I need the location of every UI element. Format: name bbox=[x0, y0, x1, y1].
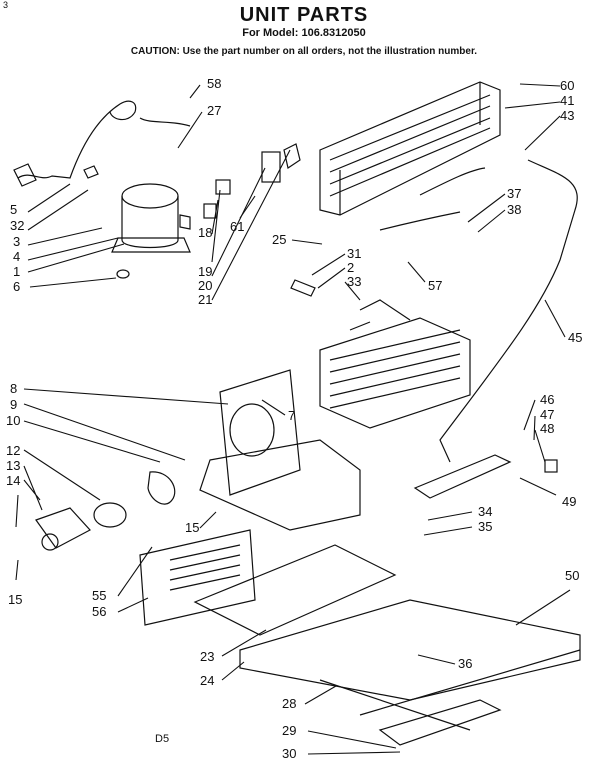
callout-18: 18 bbox=[198, 225, 212, 240]
callout-61: 61 bbox=[230, 219, 244, 234]
callout-49: 49 bbox=[562, 494, 576, 509]
evaporator-coil-drawing bbox=[290, 279, 471, 429]
drain-trough-drawing bbox=[413, 454, 558, 499]
callout-25: 25 bbox=[272, 232, 286, 247]
leader-lines bbox=[15, 83, 571, 755]
callout-7: 7 bbox=[288, 408, 295, 423]
callout-50: 50 bbox=[565, 568, 579, 583]
callout-5: 5 bbox=[10, 202, 17, 217]
page-title: UNIT PARTS bbox=[239, 4, 369, 26]
callout-15-lower: 15 bbox=[8, 592, 22, 607]
corner-mark: 3 bbox=[3, 0, 9, 10]
callout-3: 3 bbox=[13, 234, 20, 249]
callout-21: 21 bbox=[198, 292, 212, 307]
base-frame-drawing bbox=[239, 599, 581, 746]
callout-58: 58 bbox=[207, 76, 221, 91]
callout-37: 37 bbox=[507, 186, 521, 201]
callout-8: 8 bbox=[10, 381, 17, 396]
callout-33: 33 bbox=[347, 274, 361, 289]
filter-pad-drawing bbox=[193, 544, 397, 636]
callout-29: 29 bbox=[282, 723, 296, 738]
callout-47: 47 bbox=[540, 407, 554, 422]
callout-57: 57 bbox=[428, 278, 442, 293]
callout-20: 20 bbox=[198, 278, 212, 293]
power-cord-drawing bbox=[13, 100, 191, 187]
fan-housing-drawing bbox=[199, 369, 361, 531]
callout-9: 9 bbox=[10, 397, 17, 412]
callout-56: 56 bbox=[92, 604, 106, 619]
callout-30: 30 bbox=[282, 746, 296, 761]
callout-labels: 58 27 5 32 3 4 1 6 61 18 19 20 21 60 41 … bbox=[6, 76, 582, 761]
callout-4: 4 bbox=[13, 249, 20, 264]
callout-27: 27 bbox=[207, 103, 221, 118]
callout-46: 46 bbox=[540, 392, 554, 407]
callout-36: 36 bbox=[458, 656, 472, 671]
fan-motor-drawing bbox=[35, 471, 176, 551]
callout-45: 45 bbox=[568, 330, 582, 345]
callout-55: 55 bbox=[92, 588, 106, 603]
condenser-coil-drawing bbox=[319, 81, 578, 463]
page-code: D5 bbox=[155, 733, 170, 745]
callout-28: 28 bbox=[282, 696, 296, 711]
callout-24: 24 bbox=[200, 673, 214, 688]
caution-note: CAUTION: Use the part number on all orde… bbox=[130, 46, 478, 57]
callout-43: 43 bbox=[560, 108, 574, 123]
callout-48: 48 bbox=[540, 421, 554, 436]
cover-panel-drawing bbox=[139, 529, 256, 626]
callout-10: 10 bbox=[6, 413, 20, 428]
callout-32: 32 bbox=[10, 218, 24, 233]
callout-19: 19 bbox=[198, 264, 212, 279]
callout-15-upper: 15 bbox=[185, 520, 199, 535]
callout-31: 31 bbox=[347, 246, 361, 261]
callout-2: 2 bbox=[347, 260, 354, 275]
callout-34: 34 bbox=[478, 504, 492, 519]
model-number: For Model: 106.8312050 bbox=[242, 27, 366, 39]
compressor-drawing bbox=[111, 183, 191, 279]
callout-35: 35 bbox=[478, 519, 492, 534]
callout-23: 23 bbox=[200, 649, 214, 664]
callout-12: 12 bbox=[6, 443, 20, 458]
callout-6: 6 bbox=[13, 279, 20, 294]
callout-60: 60 bbox=[560, 78, 574, 93]
callout-13: 13 bbox=[6, 458, 20, 473]
callout-14: 14 bbox=[6, 473, 20, 488]
callout-38: 38 bbox=[507, 202, 521, 217]
callout-1: 1 bbox=[13, 264, 20, 279]
callout-41: 41 bbox=[560, 93, 574, 108]
